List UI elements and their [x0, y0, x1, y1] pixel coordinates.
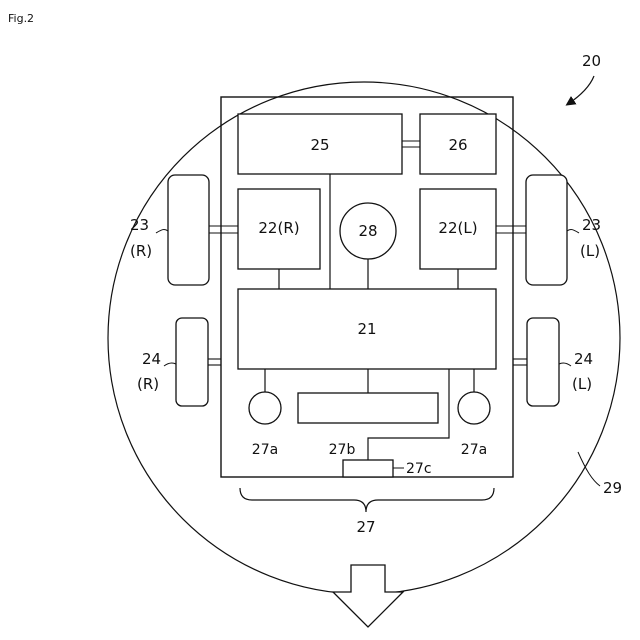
- caster-left: [527, 318, 559, 406]
- caster-right-side: (R): [137, 375, 159, 393]
- drive-wheel-right-num: 23: [130, 216, 149, 234]
- controller-label: 21: [357, 320, 376, 338]
- drive-wheel-left-leader: [567, 230, 579, 233]
- drive-wheel-right: [168, 175, 209, 285]
- drive-wheel-left-num: 23: [582, 216, 601, 234]
- sensor-27c-box: [343, 460, 393, 477]
- robot-ref-arrow: [568, 76, 594, 104]
- caster-right-num: 24: [142, 350, 161, 368]
- unit-25-label: 25: [310, 136, 329, 154]
- sensor-group-brace: [240, 488, 494, 512]
- caster-left-num: 24: [574, 350, 593, 368]
- caster-right-leader: [164, 363, 176, 366]
- drive-wheel-left-side: (L): [580, 242, 600, 260]
- figure-title: Fig.2: [8, 12, 34, 25]
- motor-right-label: 22(R): [258, 219, 299, 237]
- sensor-27c-label: 27c: [406, 461, 432, 477]
- sensor-27b-label: 27b: [329, 442, 356, 458]
- sensor-27b-box: [298, 393, 438, 423]
- unit-26-label: 26: [448, 136, 467, 154]
- motor-left-label: 22(L): [438, 219, 477, 237]
- body-ref-leader: [578, 452, 600, 486]
- drive-wheel-right-side: (R): [130, 242, 152, 260]
- sensor-27a-left-label: 27a: [252, 442, 278, 458]
- drive-wheel-right-leader: [156, 230, 168, 233]
- caster-left-leader: [559, 363, 571, 366]
- robot-ref-label: 20: [582, 52, 601, 70]
- sensor-27a-left: [249, 392, 281, 424]
- drive-wheel-left: [526, 175, 567, 285]
- sensor-28-label: 28: [358, 222, 377, 240]
- sensor-27a-right-label: 27a: [461, 442, 487, 458]
- caster-right: [176, 318, 208, 406]
- body-ref-label: 29: [603, 479, 622, 497]
- sensor-27a-right: [458, 392, 490, 424]
- sensor-group-label: 27: [356, 518, 375, 536]
- travel-direction-arrow: [333, 565, 403, 627]
- caster-left-side: (L): [572, 375, 592, 393]
